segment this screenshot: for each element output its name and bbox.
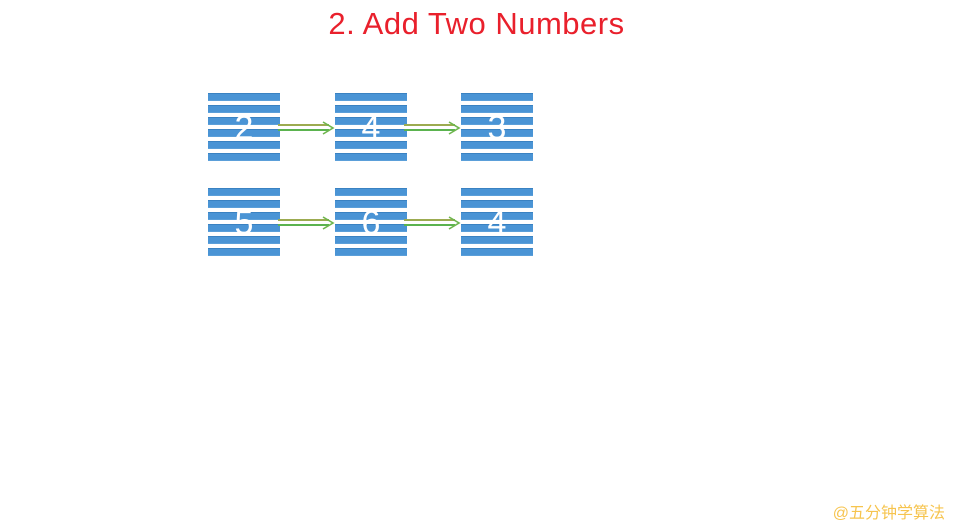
list2-node-3: 4: [461, 188, 533, 256]
node-value: 4: [487, 204, 507, 242]
node-value: 5: [234, 204, 254, 242]
list1-node-1: 2: [208, 93, 280, 161]
node-value: 2: [234, 109, 254, 147]
page-title: 2. Add Two Numbers: [328, 6, 625, 41]
next-pointer-arrow-icon: [403, 215, 463, 231]
next-pointer-arrow-icon: [277, 120, 337, 136]
list1-node-3: 3: [461, 93, 533, 161]
list1-node-2: 4: [335, 93, 407, 161]
list2-node-1: 5: [208, 188, 280, 256]
node-value: 3: [487, 109, 507, 147]
node-value: 6: [361, 204, 381, 242]
node-value: 4: [361, 109, 381, 147]
next-pointer-arrow-icon: [277, 215, 337, 231]
next-pointer-arrow-icon: [403, 120, 463, 136]
list2-node-2: 6: [335, 188, 407, 256]
watermark: @五分钟学算法: [832, 505, 945, 522]
